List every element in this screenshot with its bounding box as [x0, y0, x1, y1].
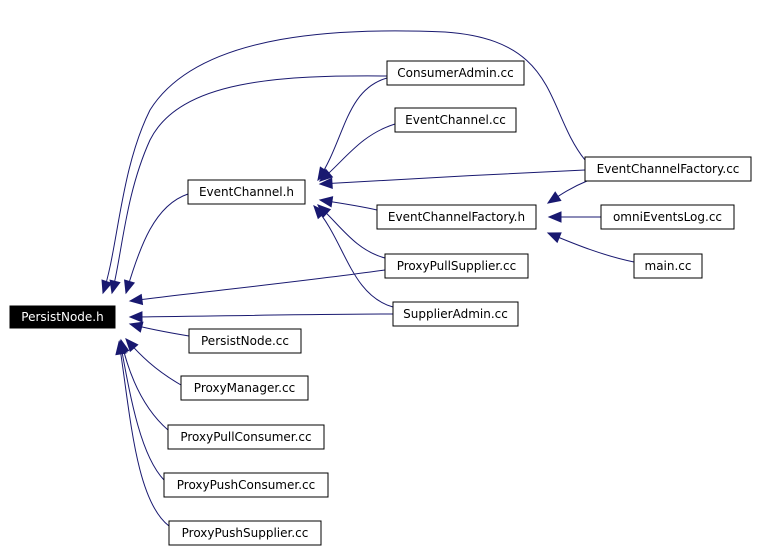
- edge-eventchannelfactory_cc-to-persistnode_h: [101, 30, 586, 295]
- node-proxymanager-cc[interactable]: ProxyManager.cc: [180, 375, 309, 401]
- arrowhead-icon: [109, 279, 121, 295]
- edge-consumeradmin_cc-to-eventchannel_h: [317, 77, 388, 182]
- arrowhead-icon: [318, 177, 333, 189]
- edge-line: [111, 75, 388, 294]
- arrowhead-icon: [319, 168, 334, 182]
- node-eventchannel-cc[interactable]: EventChannel.cc: [394, 107, 517, 133]
- node-label: ProxyManager.cc: [194, 381, 295, 395]
- edge-line: [317, 204, 386, 259]
- node-supplieradmin-cc[interactable]: SupplierAdmin.cc: [392, 301, 519, 327]
- node-label: ProxyPushSupplier.cc: [182, 526, 309, 540]
- node-box: [584, 156, 752, 182]
- edge-line: [317, 77, 388, 181]
- node-eventchannelfactory-cc[interactable]: EventChannelFactory.cc: [584, 156, 752, 182]
- arrowhead-icon: [128, 321, 144, 333]
- node-label: PersistNode.cc: [201, 334, 289, 348]
- arrowhead-icon: [128, 311, 143, 323]
- node-label: main.cc: [645, 259, 692, 273]
- node-box: [167, 424, 325, 450]
- arrowhead-icon: [101, 279, 113, 295]
- node-label: ConsumerAdmin.cc: [397, 66, 513, 80]
- edge-line: [129, 269, 386, 302]
- arrowhead-icon: [318, 196, 334, 208]
- edge-eventchannelfactory_h-to-eventchannel_h: [318, 196, 378, 211]
- edge-proxypullsupplier_cc-to-eventchannel_h: [317, 204, 386, 259]
- node-label: ProxyPullSupplier.cc: [397, 259, 517, 273]
- edge-persistnode_cc-to-persistnode_h: [128, 321, 190, 337]
- arrowhead-icon: [547, 211, 562, 223]
- arrowhead-icon: [313, 205, 327, 220]
- node-consumeradmin-cc[interactable]: ConsumerAdmin.cc: [386, 60, 525, 86]
- node-box: [187, 179, 306, 205]
- node-box: [168, 520, 322, 546]
- node-box: [392, 301, 519, 327]
- node-label: PersistNode.h: [21, 310, 103, 324]
- edge-eventchannel_cc-to-eventchannel_h: [319, 123, 396, 182]
- node-label: EventChannel.h: [199, 185, 294, 199]
- node-box: [180, 375, 309, 401]
- node-persistnode-h[interactable]: PersistNode.h: [9, 305, 116, 329]
- node-box: [600, 204, 735, 230]
- edge-proxypullsupplier_cc-to-persistnode_h: [128, 269, 386, 306]
- node-persistnode-cc[interactable]: PersistNode.cc: [188, 328, 302, 354]
- edge-line: [313, 205, 394, 308]
- node-box: [386, 60, 525, 86]
- node-label: ProxyPullConsumer.cc: [180, 430, 311, 444]
- node-proxypushconsumer-cc[interactable]: ProxyPushConsumer.cc: [163, 472, 329, 498]
- edge-consumeradmin_cc-to-persistnode_h: [109, 75, 388, 295]
- edge-supplieradmin_cc-to-eventchannel_h: [313, 205, 394, 308]
- node-label: omniEventsLog.cc: [613, 210, 722, 224]
- edge-line: [319, 169, 586, 185]
- edge-line: [319, 123, 396, 182]
- edge-line: [102, 30, 586, 294]
- node-label: EventChannelFactory.h: [388, 210, 525, 224]
- edge-main_cc-to-eventchannelfactory_h: [546, 232, 635, 263]
- node-label: EventChannel.cc: [405, 113, 506, 127]
- edges-layer: [101, 30, 635, 527]
- edge-line: [129, 313, 394, 318]
- arrowhead-icon: [115, 340, 127, 356]
- node-proxypullconsumer-cc[interactable]: ProxyPullConsumer.cc: [167, 424, 325, 450]
- node-box: [188, 328, 302, 354]
- node-label: ProxyPushConsumer.cc: [177, 478, 315, 492]
- node-proxypushsupplier-cc[interactable]: ProxyPushSupplier.cc: [168, 520, 322, 546]
- node-box: [633, 253, 703, 279]
- edge-proxypushconsumer_cc-to-persistnode_h: [116, 339, 165, 481]
- arrowhead-icon: [128, 293, 144, 306]
- node-main-cc[interactable]: main.cc: [633, 253, 703, 279]
- edge-line: [547, 232, 635, 263]
- edge-proxypushsupplier_cc-to-persistnode_h: [115, 340, 170, 527]
- edge-proxymanager_cc-to-persistnode_h: [125, 338, 182, 386]
- node-omnieventslog-cc[interactable]: omniEventsLog.cc: [600, 204, 735, 230]
- edge-omnieventslog_cc-to-eventchannelfactory_h: [547, 211, 601, 223]
- edge-eventchannel_h-to-persistnode_h: [124, 193, 189, 295]
- node-box: [384, 253, 529, 279]
- edge-line: [118, 341, 170, 527]
- arrowhead-icon: [124, 279, 136, 295]
- edge-eventchannelfactory_cc-to-eventchannelfactory_h: [546, 180, 588, 204]
- edge-eventchannelfactory_cc-to-eventchannel_h: [318, 169, 586, 189]
- arrowhead-icon: [125, 338, 139, 353]
- node-eventchannelfactory-h[interactable]: EventChannelFactory.h: [376, 204, 537, 230]
- edge-supplieradmin_cc-to-persistnode_h: [128, 311, 394, 323]
- node-box: [376, 204, 537, 230]
- node-box: [394, 107, 517, 133]
- node-eventchannel-h[interactable]: EventChannel.h: [187, 179, 306, 205]
- edge-line: [125, 193, 189, 294]
- node-label: EventChannelFactory.cc: [597, 162, 740, 176]
- node-proxypullsupplier-cc[interactable]: ProxyPullSupplier.cc: [384, 253, 529, 279]
- edge-line: [119, 340, 165, 481]
- nodes-layer: PersistNode.h EventChannel.h ConsumerAdmin…: [9, 60, 752, 546]
- arrowhead-icon: [546, 191, 562, 204]
- node-box: [163, 472, 329, 498]
- arrowhead-icon: [546, 232, 562, 244]
- node-box: [9, 305, 116, 329]
- node-label: SupplierAdmin.cc: [403, 307, 508, 321]
